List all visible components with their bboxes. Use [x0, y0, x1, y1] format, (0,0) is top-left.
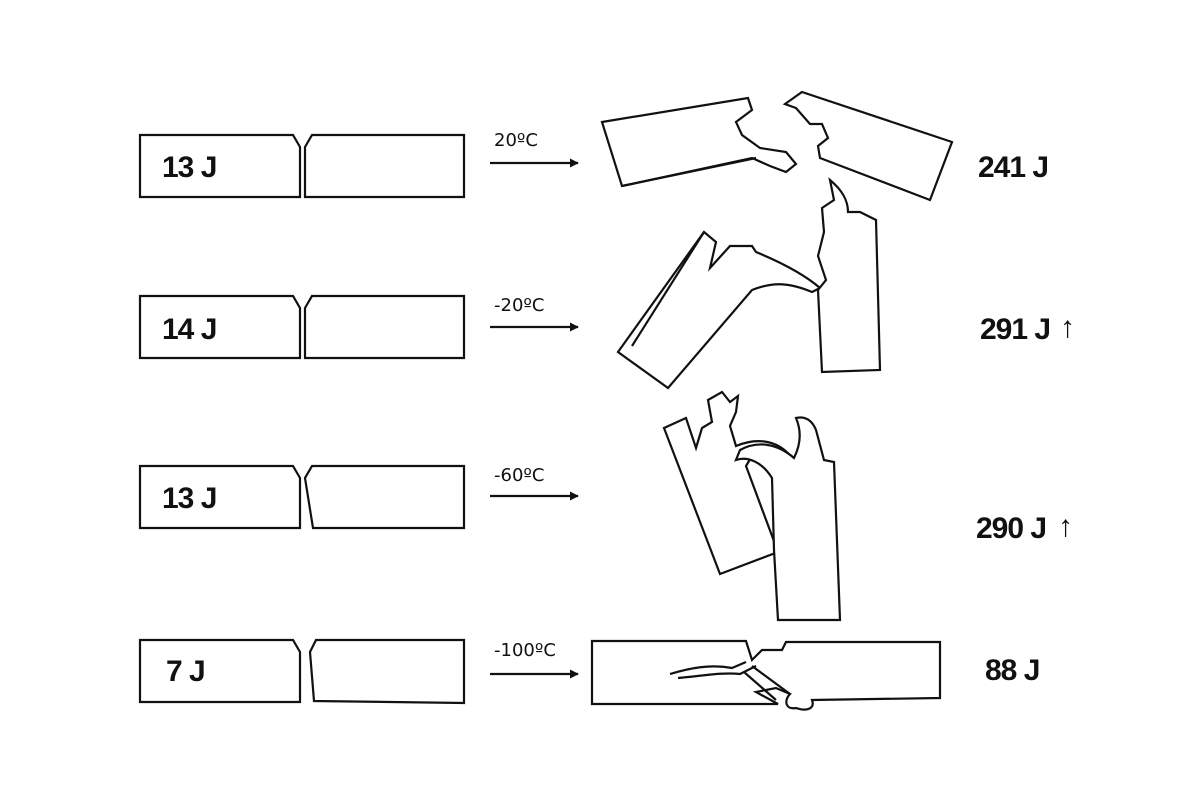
fractured-specimen-4 [590, 639, 942, 711]
specimen-before-4 [138, 638, 466, 705]
temperature-label: -20ºC [494, 295, 544, 316]
specimen-before-2 [138, 294, 466, 360]
specimen-before-1 [138, 133, 466, 199]
fractured-specimen-1 [600, 90, 954, 202]
increase-arrow-icon: ↑ [1058, 510, 1072, 543]
after-energy-label: 291 J [980, 313, 1050, 346]
after-energy-label: 241 J [978, 151, 1048, 184]
after-energy-label: 88 J [985, 654, 1039, 687]
increase-arrow-icon: ↑ [1060, 311, 1074, 344]
row-3: 13 J -60ºC 290 J ↑ [138, 390, 1073, 622]
temperature-label: -60ºC [494, 465, 544, 486]
before-energy-label: 14 J [162, 313, 216, 346]
specimen-before-3 [138, 464, 466, 530]
row-1: 13 J 20ºC 241 J [138, 90, 1049, 202]
before-energy-label: 7 J [166, 655, 205, 688]
row-2: 14 J -20ºC 291 J ↑ [138, 177, 1075, 390]
before-energy-label: 13 J [162, 151, 216, 184]
temperature-label: 20ºC [494, 130, 538, 151]
fractured-specimen-2 [616, 177, 882, 390]
temperature-label: -100ºC [494, 640, 556, 661]
row-4: 7 J -100ºC 88 J [138, 638, 1040, 711]
after-energy-label: 290 J [976, 512, 1046, 545]
fractured-specimen-3 [662, 390, 842, 622]
before-energy-label: 13 J [162, 482, 216, 515]
